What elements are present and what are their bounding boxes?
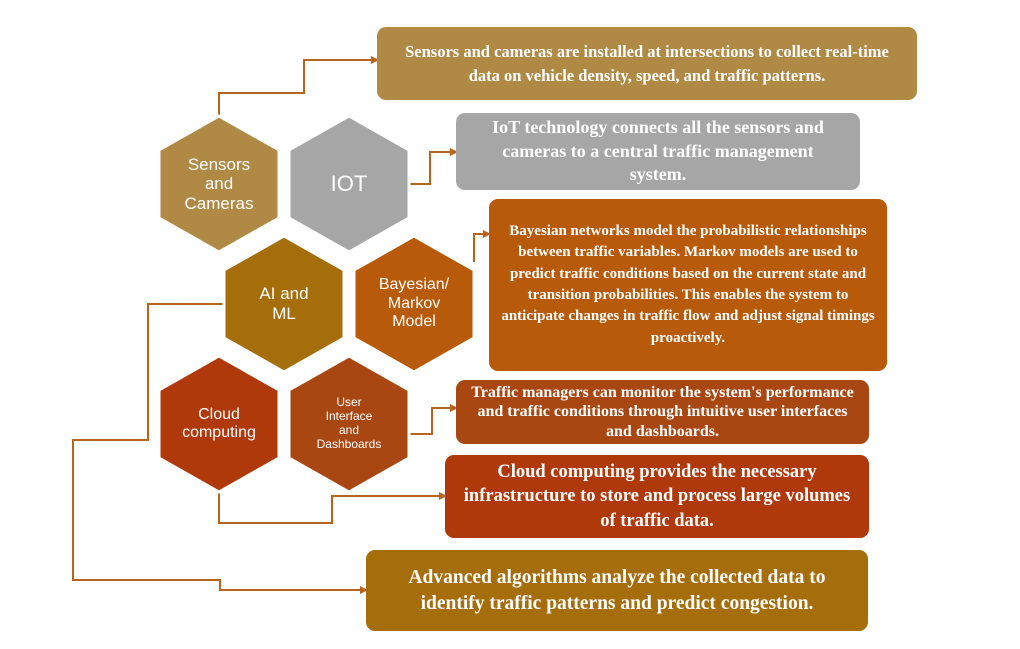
hexagon-cloud	[157, 354, 281, 494]
description-text-bayesian: Bayesian networks model the probabilisti…	[501, 223, 875, 346]
description-box-cloud: Cloud computing provides the necessary i…	[445, 455, 869, 538]
description-text-ai: Advanced algorithms analyze the collecte…	[408, 566, 826, 614]
connector-bayesian	[473, 230, 491, 262]
description-text-ui: Traffic managers can monitor the system'…	[471, 383, 854, 440]
hexagon-cluster	[157, 114, 476, 494]
connector-sensors	[218, 56, 379, 116]
connector-iot	[409, 148, 458, 185]
hexagon-ui	[287, 354, 411, 494]
description-text-iot: IoT technology connects all the sensors …	[492, 117, 824, 185]
connector-cloud	[218, 492, 447, 524]
description-text-sensors: Sensors and cameras are installed at int…	[405, 42, 889, 85]
description-box-sensors: Sensors and cameras are installed at int…	[377, 27, 917, 100]
description-box-ui: Traffic managers can monitor the system'…	[456, 380, 869, 444]
description-text-cloud: Cloud computing provides the necessary i…	[463, 462, 851, 531]
description-box-ai: Advanced algorithms analyze the collecte…	[366, 550, 868, 631]
connector-lines	[72, 56, 491, 594]
hexagon-sensors	[157, 114, 281, 254]
hexagon-ai	[222, 234, 346, 374]
hexagon-iot	[287, 114, 411, 254]
connector-ai	[72, 303, 368, 594]
description-box-bayesian: Bayesian networks model the probabilisti…	[489, 199, 887, 371]
connector-ui	[409, 404, 458, 435]
description-box-iot: IoT technology connects all the sensors …	[456, 113, 860, 190]
hexagon-bayesian	[352, 234, 476, 374]
